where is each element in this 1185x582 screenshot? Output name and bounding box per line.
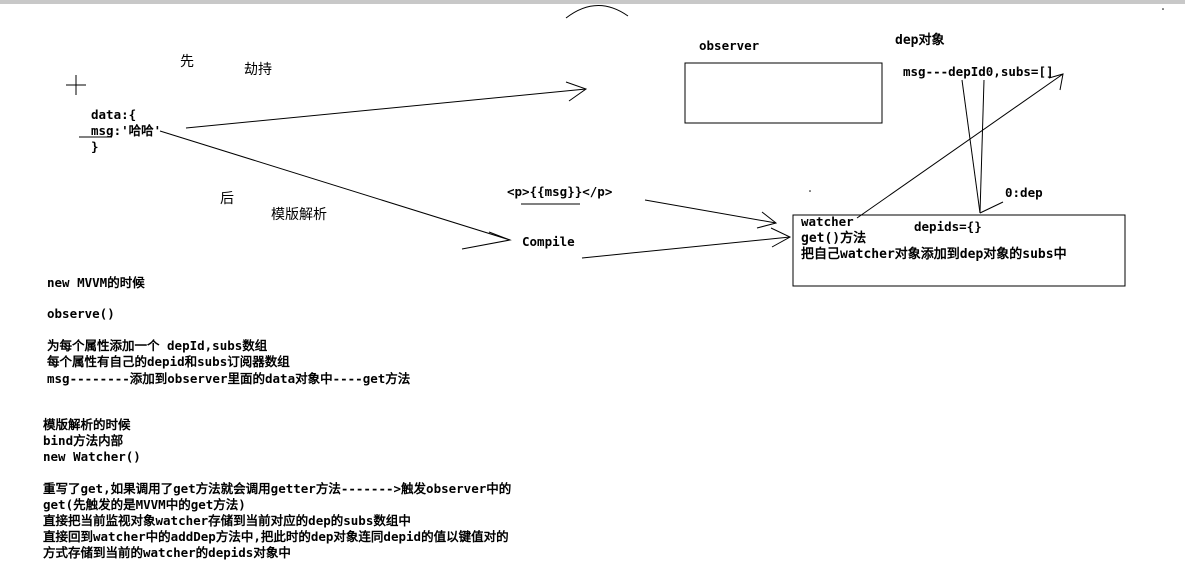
note-line-3: 为每个属性添加一个 depId,subs数组 (47, 338, 268, 353)
watcher-desc: 把自己watcher对象添加到dep对象的subs中 (801, 247, 1067, 262)
note-line-9: 重写了get,如果调用了get方法就会调用getter方法------->触发o… (43, 481, 512, 496)
watcher-dep-arrow (856, 73, 1064, 219)
note-line-11: 直接把当前监视对象watcher存储到当前对应的dep的subs数组中 (43, 513, 411, 528)
dot-mark (1162, 8, 1164, 10)
crosshair-icon (66, 75, 86, 95)
note-line-4: 每个属性有自己的depid和subs订阅器数组 (47, 354, 290, 369)
label-later: 后 (220, 191, 234, 207)
template-tag: <p>{{msg}}</p> (507, 184, 613, 199)
dep-depids-arrow (961, 79, 1004, 214)
note-line-7: bind方法内部 (43, 433, 124, 448)
data-open: data:{ (91, 107, 137, 122)
note-line-2: observe() (47, 306, 115, 321)
compile-label: Compile (522, 234, 575, 249)
hijack-arrow (185, 81, 588, 129)
note-line-6: 模版解析的时候 (43, 417, 131, 432)
watcher-title: watcher (801, 214, 854, 229)
note-line-8: new Watcher() (43, 449, 141, 464)
top-edge (0, 0, 1185, 4)
dep-object-label: dep对象 (895, 33, 945, 48)
note-line-1: new MVVM的时候 (47, 275, 145, 290)
dep-value: msg---depId0,subs=[] (903, 64, 1054, 79)
data-msg: msg:'哈哈' (91, 123, 162, 138)
template-watcher-arrow (644, 199, 778, 229)
label-template-parse: 模版解析 (271, 207, 327, 223)
note-line-5: msg--------添加到observer里面的data对象中----get方… (47, 371, 411, 386)
observer-label: observer (699, 38, 760, 53)
label-hijack: 劫持 (244, 62, 272, 78)
note-line-13: 方式存储到当前的watcher的depids对象中 (43, 545, 291, 560)
dot-mark (809, 190, 811, 192)
zero-dep-label: 0:dep (1005, 185, 1043, 200)
compile-watcher-arrow (581, 227, 792, 259)
data-close: } (91, 139, 99, 154)
note-line-10: get(先触发的是MVVM中的get方法) (43, 497, 246, 512)
depids-label: depids={} (914, 219, 982, 234)
watcher-box (792, 214, 1126, 287)
label-first: 先 (180, 54, 194, 70)
observer-box (684, 62, 883, 124)
watcher-get: get()方法 (801, 231, 867, 246)
note-line-12: 直接回到watcher中的addDep方法中,把此时的dep对象连同depid的… (43, 529, 509, 544)
compile-arrow (159, 130, 512, 250)
top-arc (565, 5, 629, 19)
